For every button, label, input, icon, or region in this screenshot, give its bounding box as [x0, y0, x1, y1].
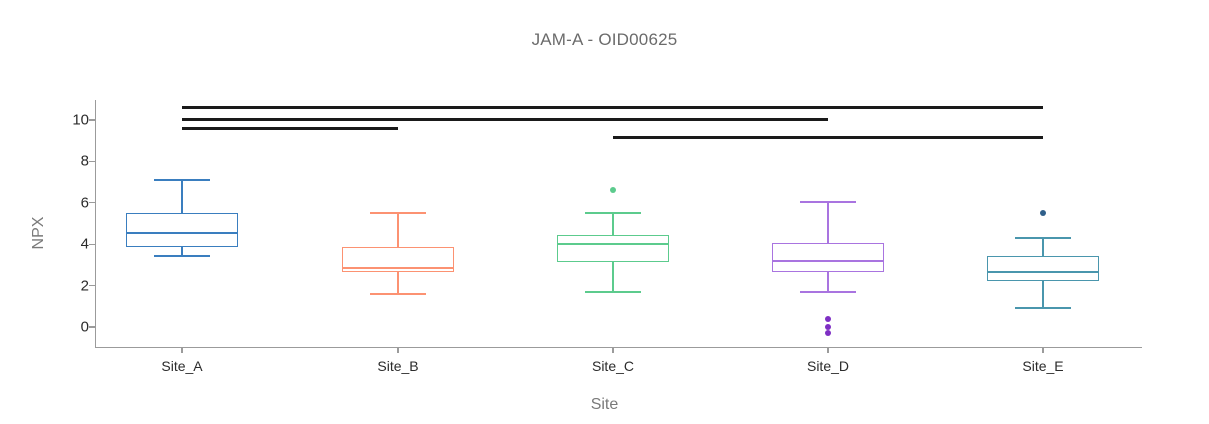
x-tick-mark [397, 347, 399, 353]
y-tick-label: 0 [80, 318, 89, 336]
iqr-box [342, 247, 454, 273]
outlier-point [825, 324, 831, 330]
upper-whisker [1042, 237, 1044, 256]
y-tick-label: 10 [72, 111, 89, 129]
median-line [126, 231, 238, 234]
upper-whisker-cap [800, 200, 856, 203]
lower-whisker [181, 247, 183, 256]
median-line [557, 243, 669, 246]
x-tick-label-site_b: Site_B [377, 358, 419, 374]
y-tick-mark [89, 284, 95, 287]
iqr-box [126, 213, 238, 248]
iqr-box [557, 234, 669, 262]
outlier-point [825, 315, 831, 322]
x-tick-label-site_a: Site_A [161, 358, 203, 374]
lower-whisker [827, 272, 829, 292]
x-tick-mark [612, 347, 614, 353]
y-tick-label: 4 [80, 235, 89, 253]
x-tick-mark [181, 347, 183, 353]
y-tick-mark [89, 243, 95, 245]
upper-whisker-cap [585, 212, 641, 215]
iqr-box [987, 255, 1099, 282]
upper-whisker [612, 213, 614, 235]
y-axis-title: NPX [30, 216, 47, 250]
y-tick-label: 2 [80, 277, 89, 295]
median-line [987, 271, 1099, 274]
lower-whisker-cap [154, 254, 210, 257]
x-tick-label-site_c: Site_C [591, 358, 635, 374]
outlier-point [610, 187, 616, 194]
median-line [342, 267, 454, 270]
upper-whisker-cap [154, 179, 210, 182]
y-tick-mark [89, 326, 95, 328]
x-tick-mark [1042, 347, 1044, 353]
significance-bar-site_c-site_e [613, 136, 1043, 139]
lower-whisker-cap [800, 290, 856, 293]
upper-whisker [827, 201, 829, 244]
y-tick-label: 6 [80, 194, 89, 212]
x-tick-label-site_e: Site_E [1022, 358, 1064, 374]
y-axis-line [95, 100, 97, 348]
significance-bar-site_a-site_e [182, 106, 1043, 109]
lower-whisker-cap [370, 292, 426, 295]
upper-whisker [397, 213, 399, 248]
outlier-point [1040, 210, 1046, 217]
outlier-point [825, 330, 831, 337]
y-tick-mark [89, 119, 95, 121]
lower-whisker [612, 261, 614, 292]
lower-whisker [397, 272, 399, 294]
y-tick-label: 8 [80, 152, 89, 170]
x-tick-label-site_d: Site_D [806, 358, 850, 374]
lower-whisker-cap [1015, 307, 1071, 310]
upper-whisker-cap [370, 212, 426, 215]
y-tick-mark [89, 160, 95, 163]
lower-whisker-cap [585, 290, 641, 293]
significance-bar-site_a-site_d [182, 118, 828, 121]
upper-whisker [181, 180, 183, 214]
y-tick-mark [89, 202, 95, 204]
upper-whisker-cap [1015, 236, 1071, 239]
x-axis-title: Site [590, 396, 619, 413]
lower-whisker [1042, 281, 1044, 309]
x-axis-line [95, 347, 1142, 349]
x-tick-mark [827, 347, 829, 353]
significance-bar-site_a-site_b [182, 127, 398, 130]
chart-title: JAM-A - OID00625 [531, 30, 678, 49]
median-line [772, 259, 884, 262]
iqr-box [772, 243, 884, 273]
